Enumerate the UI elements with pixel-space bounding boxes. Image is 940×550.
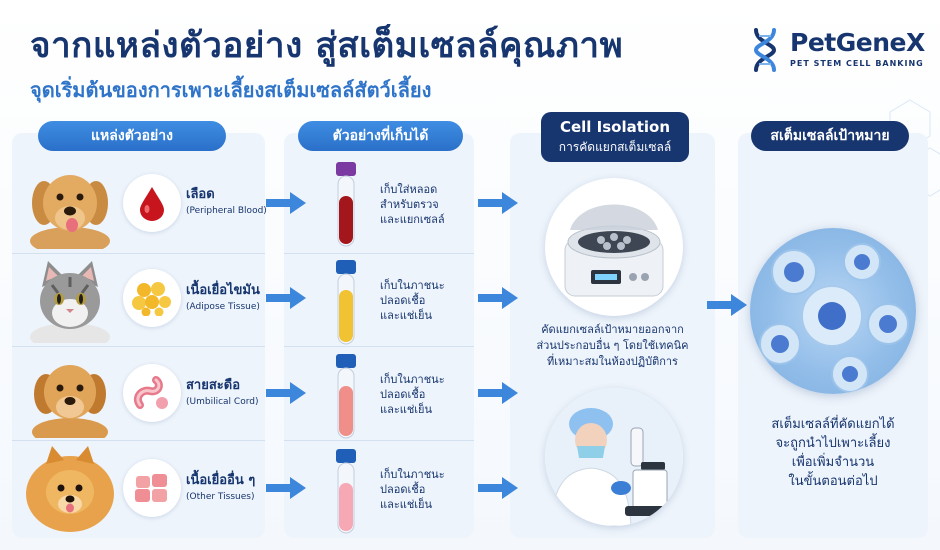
arrow-right-icon [266, 477, 306, 499]
tissue-source-icon [123, 459, 181, 517]
arrow-right-icon [266, 382, 306, 404]
isolation-line: ที่เหมาะสมในห้องปฏิบัติการ [547, 355, 678, 368]
sample-line: เก็บในภาชนะ [380, 373, 445, 386]
isolation-line: ส่วนประกอบอื่น ๆ โดยใช้เทคนิค [536, 339, 689, 352]
sample-line: สำหรับตรวจ [380, 198, 439, 211]
golden-retriever-icon [30, 175, 110, 249]
target-line: เพื่อเพิ่มจำนวน [791, 455, 875, 470]
tissue-cubes-icon [135, 474, 167, 502]
sample-description-blood: เก็บใส่หลอด สำหรับตรวจ และแยกเซลล์ [380, 182, 470, 227]
target-line: จะถูกนำไปเพาะเลี้ยง [775, 436, 891, 451]
arrow-right-icon [478, 477, 518, 499]
sample-line: เก็บในภาชนะ [380, 468, 445, 481]
row-divider [12, 440, 265, 441]
sample-line: ปลอดเชื้อ [380, 388, 426, 401]
source-label-adipose: เนื้อเยื่อไขมัน [186, 283, 260, 298]
sample-line: และแช่เย็น [380, 403, 433, 416]
blood-drop-icon [140, 187, 164, 221]
fat-cells-icon [132, 282, 171, 316]
arrow-right-icon [478, 192, 518, 214]
puppy-icon [32, 365, 108, 438]
centrifuge-image [545, 178, 683, 316]
sample-line: เก็บในภาชนะ [380, 279, 445, 292]
source-sublabel-adipose: (Adipose Tissue) [186, 302, 260, 312]
sample-description-adipose: เก็บในภาชนะ ปลอดเชื้อ และแช่เย็น [380, 278, 470, 323]
pomeranian-icon [26, 446, 114, 532]
brand-logo: PetGeneX PET STEM CELL BANKING [748, 28, 928, 72]
scientist-microscope-icon [545, 388, 683, 526]
arrow-right-icon [478, 287, 518, 309]
sample-description-umbilical: เก็บในภาชนะ ปลอดเชื้อ และแช่เย็น [380, 372, 470, 417]
arrow-right-icon [478, 382, 518, 404]
source-sublabel-blood: (Peripheral Blood) [186, 206, 267, 216]
arrow-right-icon [266, 192, 306, 214]
cat-icon [30, 261, 110, 343]
isolation-description: คัดแยกเซลล์เป้าหมายออกจาก ส่วนประกอบอื่น… [520, 322, 705, 370]
brand-name: PetGeneX [790, 28, 925, 57]
row-divider [12, 253, 265, 254]
sample-line: และแช่เย็น [380, 309, 433, 322]
dna-helix-icon [753, 28, 777, 72]
sample-line: ปลอดเชื้อ [380, 294, 426, 307]
stem-cell-cluster-icon [759, 243, 909, 393]
lab-scientist-image [545, 388, 683, 526]
stem-cells-image [750, 228, 916, 394]
umbilical-cord-icon [133, 376, 168, 409]
row-divider [12, 346, 265, 347]
arrow-right-icon [266, 287, 306, 309]
page-title: จากแหล่งตัวอย่าง สู่สเต็มเซลล์คุณภาพ [30, 26, 624, 66]
source-label-blood: เลือด [186, 187, 215, 202]
row-divider [284, 440, 474, 441]
source-label-other: เนื้อเยื่ออื่น ๆ [186, 473, 256, 488]
blood-source-icon [123, 174, 181, 232]
target-line: ในขั้นตอนต่อไป [788, 474, 878, 489]
sample-line: และแยกเซลล์ [380, 213, 445, 226]
header-isolation-th: การคัดแยกสเต็มเซลล์ [558, 139, 672, 154]
row-divider [284, 253, 474, 254]
page-subtitle: จุดเริ่มต้นของการเพาะเลี้ยงสเต็มเซลล์สัต… [30, 78, 432, 102]
sample-line: ปลอดเชื้อ [380, 483, 426, 496]
target-description: สเต็มเซลล์ที่คัดแยกได้ จะถูกนำไปเพาะเลี้… [745, 415, 921, 491]
adipose-tube-icon [336, 260, 356, 345]
adipose-source-icon [123, 269, 181, 327]
sample-line: และแช่เย็น [380, 498, 433, 511]
source-sublabel-other: (Other Tissues) [186, 492, 255, 502]
isolation-line: คัดแยกเซลล์เป้าหมายออกจาก [541, 323, 684, 336]
umbilical-tube-icon [336, 354, 356, 439]
row-divider [284, 346, 474, 347]
header-sources: แหล่งตัวอย่าง [38, 121, 226, 151]
arrow-right-icon [707, 294, 747, 316]
blood-tube-icon [336, 162, 356, 247]
source-sublabel-umbilical: (Umbilical Cord) [186, 397, 259, 407]
source-label-umbilical: สายสะดือ [186, 378, 241, 393]
header-isolation: Cell Isolation การคัดแยกสเต็มเซลล์ [541, 112, 689, 162]
centrifuge-icon [564, 204, 664, 297]
header-samples: ตัวอย่างที่เก็บได้ [298, 121, 463, 151]
sample-description-other: เก็บในภาชนะ ปลอดเชื้อ และแช่เย็น [380, 467, 470, 512]
header-target: สเต็มเซลล์เป้าหมาย [751, 121, 909, 151]
target-line: สเต็มเซลล์ที่คัดแยกได้ [771, 417, 895, 432]
tissue-tube-icon [336, 449, 356, 534]
brand-tagline: PET STEM CELL BANKING [790, 59, 924, 68]
umbilical-source-icon [123, 364, 181, 422]
sample-line: เก็บใส่หลอด [380, 183, 438, 196]
samples-panel [284, 133, 474, 538]
header-isolation-en: Cell Isolation [559, 117, 671, 136]
